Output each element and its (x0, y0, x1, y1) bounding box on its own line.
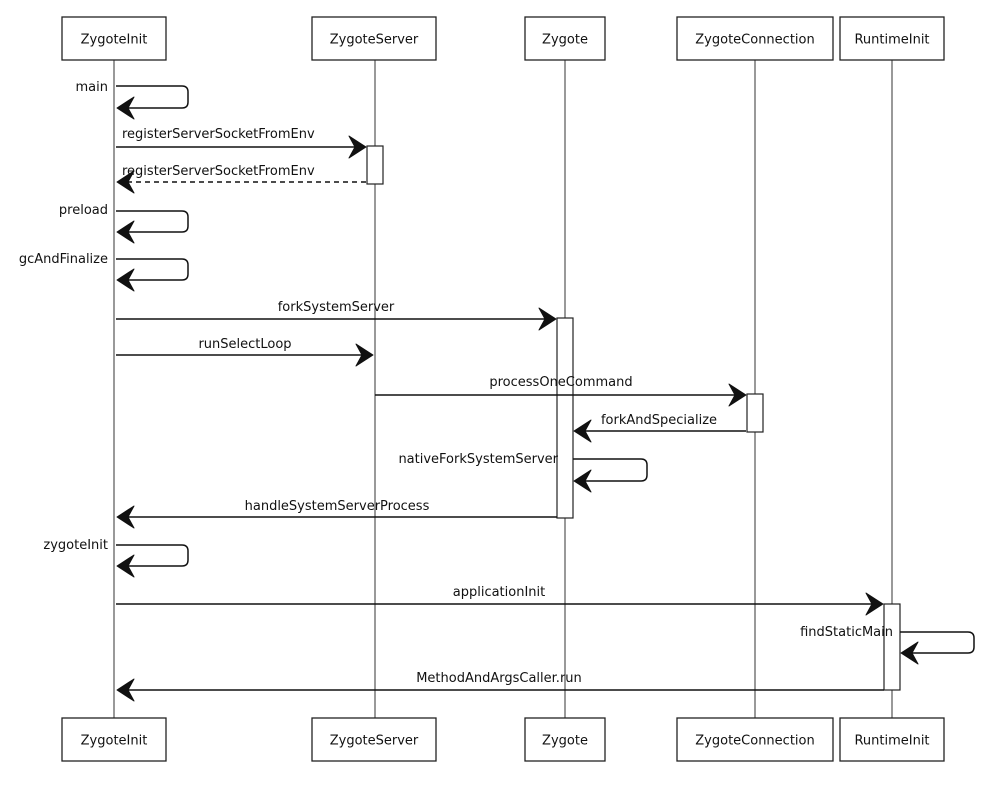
activation-bar-zc (746, 393, 764, 433)
participant-label: ZygoteServer (330, 734, 419, 749)
message-label: gcAndFinalize (19, 252, 108, 267)
self-call-line (900, 631, 975, 654)
messages: main registerServerSocketFromEnv registerS… (19, 80, 975, 702)
message-14: MethodAndArgsCaller.run (116, 671, 884, 702)
message-8: forkAndSpecialize (573, 413, 746, 443)
participant-ri-bottom: RuntimeInit (839, 717, 945, 762)
arrowhead (573, 419, 592, 443)
participant-label: ZygoteInit (81, 33, 148, 48)
message-label: forkAndSpecialize (601, 413, 717, 428)
message-10: handleSystemServerProcess (116, 499, 557, 529)
participant-box (524, 16, 606, 61)
message-label: runSelectLoop (198, 337, 291, 352)
arrowhead (116, 170, 135, 194)
message-2: registerServerSocketFromEnv (116, 164, 366, 194)
arrowhead (900, 641, 919, 665)
arrowhead (728, 383, 747, 407)
arrowhead (348, 135, 367, 159)
message-4: gcAndFinalize (19, 252, 189, 292)
message-6: runSelectLoop (116, 337, 374, 367)
arrowhead (116, 678, 135, 702)
self-call-line (116, 85, 189, 109)
participant-box (839, 16, 945, 61)
participant-label: ZygoteConnection (695, 734, 814, 749)
message-13: findStaticMain (800, 625, 975, 665)
message-label: applicationInit (453, 585, 546, 600)
participant-box (311, 717, 437, 762)
activation-bar-zy (556, 317, 574, 519)
message-label: zygoteInit (43, 538, 108, 553)
participant-zy-bottom: Zygote (524, 717, 606, 762)
participant-zs-top: ZygoteServer (311, 16, 437, 61)
participant-zi-bottom: ZygoteInit (61, 717, 167, 762)
arrowhead (116, 505, 135, 529)
arrowhead (355, 343, 374, 367)
message-7: processOneCommand (375, 375, 747, 407)
arrowhead (573, 469, 592, 493)
message-label: registerServerSocketFromEnv (122, 164, 315, 179)
message-label: registerServerSocketFromEnv (122, 127, 315, 142)
activation-bar-zs (366, 145, 384, 185)
participant-box (676, 16, 834, 61)
participant-ri-top: RuntimeInit (839, 16, 945, 61)
participant-label: ZygoteServer (330, 33, 419, 48)
participant-boxes: ZygoteInitZygoteInitZygoteServerZygoteSe… (61, 16, 945, 762)
message-label: forkSystemServer (278, 300, 395, 315)
participant-label: RuntimeInit (854, 33, 929, 48)
participant-box (524, 717, 606, 762)
participant-label: ZygoteConnection (695, 33, 814, 48)
message-9: nativeForkSystemServer (398, 452, 648, 493)
self-call-line (116, 258, 189, 281)
arrowhead (116, 268, 135, 292)
participant-box (311, 16, 437, 61)
message-label: handleSystemServerProcess (245, 499, 430, 514)
participant-zy-top: Zygote (524, 16, 606, 61)
message-label: nativeForkSystemServer (398, 452, 558, 467)
message-1: registerServerSocketFromEnv (116, 127, 367, 159)
participant-label: Zygote (542, 33, 588, 48)
participant-box (676, 717, 834, 762)
message-label: findStaticMain (800, 625, 893, 640)
activation-bars (366, 145, 901, 691)
activation-bar-ri (883, 603, 901, 691)
arrowhead (116, 96, 135, 120)
participant-label: ZygoteInit (81, 734, 148, 749)
arrowhead (865, 592, 884, 616)
participant-box (839, 717, 945, 762)
self-call-line (116, 544, 189, 567)
participant-box (61, 717, 167, 762)
participant-zc-top: ZygoteConnection (676, 16, 834, 61)
message-label: MethodAndArgsCaller.run (416, 671, 582, 686)
participant-zi-top: ZygoteInit (61, 16, 167, 61)
message-0: main (76, 80, 189, 120)
message-label: processOneCommand (489, 375, 632, 390)
self-call-line (573, 458, 648, 482)
arrowhead (116, 220, 135, 244)
arrowhead (116, 554, 135, 578)
message-11: zygoteInit (43, 538, 189, 578)
participant-zs-bottom: ZygoteServer (311, 717, 437, 762)
message-label: preload (59, 203, 108, 218)
message-label: main (76, 80, 108, 95)
participant-zc-bottom: ZygoteConnection (676, 717, 834, 762)
self-call-line (116, 210, 189, 233)
message-3: preload (59, 203, 189, 244)
message-12: applicationInit (116, 585, 884, 616)
participant-label: RuntimeInit (854, 734, 929, 749)
arrowhead (538, 307, 557, 331)
participant-label: Zygote (542, 734, 588, 749)
message-5: forkSystemServer (116, 300, 557, 331)
participant-box (61, 16, 167, 61)
